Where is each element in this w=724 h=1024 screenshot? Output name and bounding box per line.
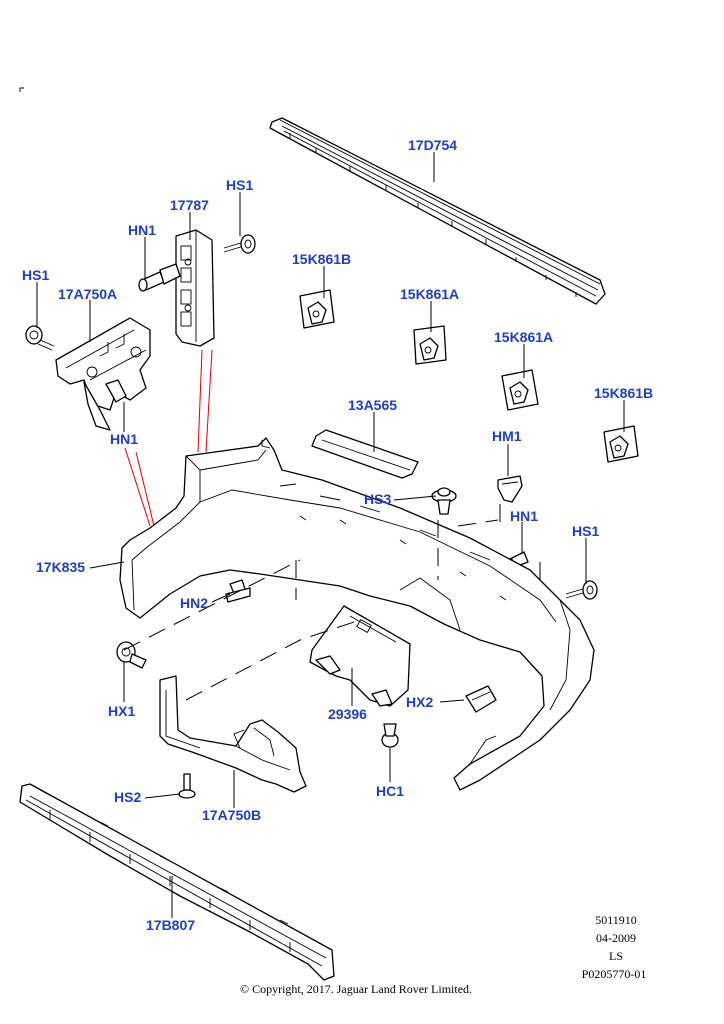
- part-17k835-bumper-cover: [119, 437, 595, 791]
- assembly-lines: [123, 504, 541, 701]
- callout-17787: 17787: [170, 197, 209, 213]
- reference-lines: [124, 349, 213, 527]
- part-hn2-fastener: [225, 579, 251, 603]
- part-hs2-fastener: [178, 773, 196, 799]
- part-17d754-trim-strip: [269, 117, 606, 305]
- part-17a750b-bracket: [159, 675, 307, 793]
- callout-17a750a: 17A750A: [58, 286, 117, 302]
- callout-13a565: 13A565: [348, 397, 397, 413]
- part-15k861b-clip-top: [299, 289, 335, 329]
- callout-hc1: HC1: [376, 783, 404, 799]
- copyright-notice: © Copyright, 2017. Jaguar Land Rover Lim…: [240, 982, 472, 996]
- drawing-date: 04-2009: [596, 931, 636, 945]
- callout-hn1-top: HN1: [128, 222, 156, 238]
- leader-lines: [36, 152, 625, 918]
- callout-hx2: HX2: [406, 694, 433, 710]
- callout-15k861a-right: 15K861A: [494, 329, 553, 345]
- part-15k861a-clip-right: [501, 369, 539, 411]
- part-13a565-gasket: [311, 429, 419, 479]
- part-hs1-bolt-left: [25, 325, 55, 351]
- part-hx2-clip: [465, 685, 497, 713]
- corner-mark: [19, 87, 24, 92]
- part-29396-bracket: [309, 605, 411, 707]
- drawing-reference: P0205770-01: [582, 967, 647, 981]
- part-15k861b-clip-right: [603, 425, 639, 463]
- part-17b807-beam: [19, 783, 335, 981]
- callout-17d754: 17D754: [408, 137, 457, 153]
- callout-hn1-right: HN1: [510, 508, 538, 524]
- callout-hs2: HS2: [114, 789, 141, 805]
- callout-17a750b: 17A750B: [202, 807, 261, 823]
- callout-hs3: HS3: [364, 491, 391, 507]
- callout-15k861b-right: 15K861B: [594, 385, 653, 401]
- callout-29396: 29396: [328, 706, 367, 722]
- drawing-code: LS: [609, 949, 623, 963]
- callout-17b807: 17B807: [146, 917, 195, 933]
- callout-hs1-right: HS1: [572, 523, 599, 539]
- drawing-number: 5011910: [595, 913, 637, 927]
- callout-15k861b-top: 15K861B: [292, 251, 351, 267]
- part-hc1-clip: [381, 723, 399, 748]
- part-hn1-fastener-top: [138, 263, 181, 292]
- callout-hm1: HM1: [492, 428, 522, 444]
- callout-hs1-top: HS1: [226, 177, 253, 193]
- part-17a750a-bracket: [55, 317, 151, 431]
- callout-hx1: HX1: [108, 703, 135, 719]
- part-hs1-bolt-right: [565, 580, 598, 600]
- part-15k861a-clip-mid: [413, 325, 447, 365]
- part-hx1-fastener: [116, 641, 147, 669]
- callout-hs1-left: HS1: [22, 267, 49, 283]
- callout-labels: 17D754 17787 HS1 HN1 HS1 17A750A HN1 15K…: [22, 137, 653, 933]
- drawing-info-block: 5011910 04-2009 LS P0205770-01: [582, 913, 647, 981]
- callout-hn1-left: HN1: [110, 431, 138, 447]
- part-hs1-bolt-top: [223, 234, 256, 254]
- part-17787-bracket: [175, 229, 215, 347]
- callout-17k835: 17K835: [36, 559, 85, 575]
- part-hs3-fastener: [431, 487, 457, 515]
- callout-15k861a-mid: 15K861A: [400, 286, 459, 302]
- part-hm1-clip: [497, 475, 523, 503]
- callout-hn2: HN2: [180, 595, 208, 611]
